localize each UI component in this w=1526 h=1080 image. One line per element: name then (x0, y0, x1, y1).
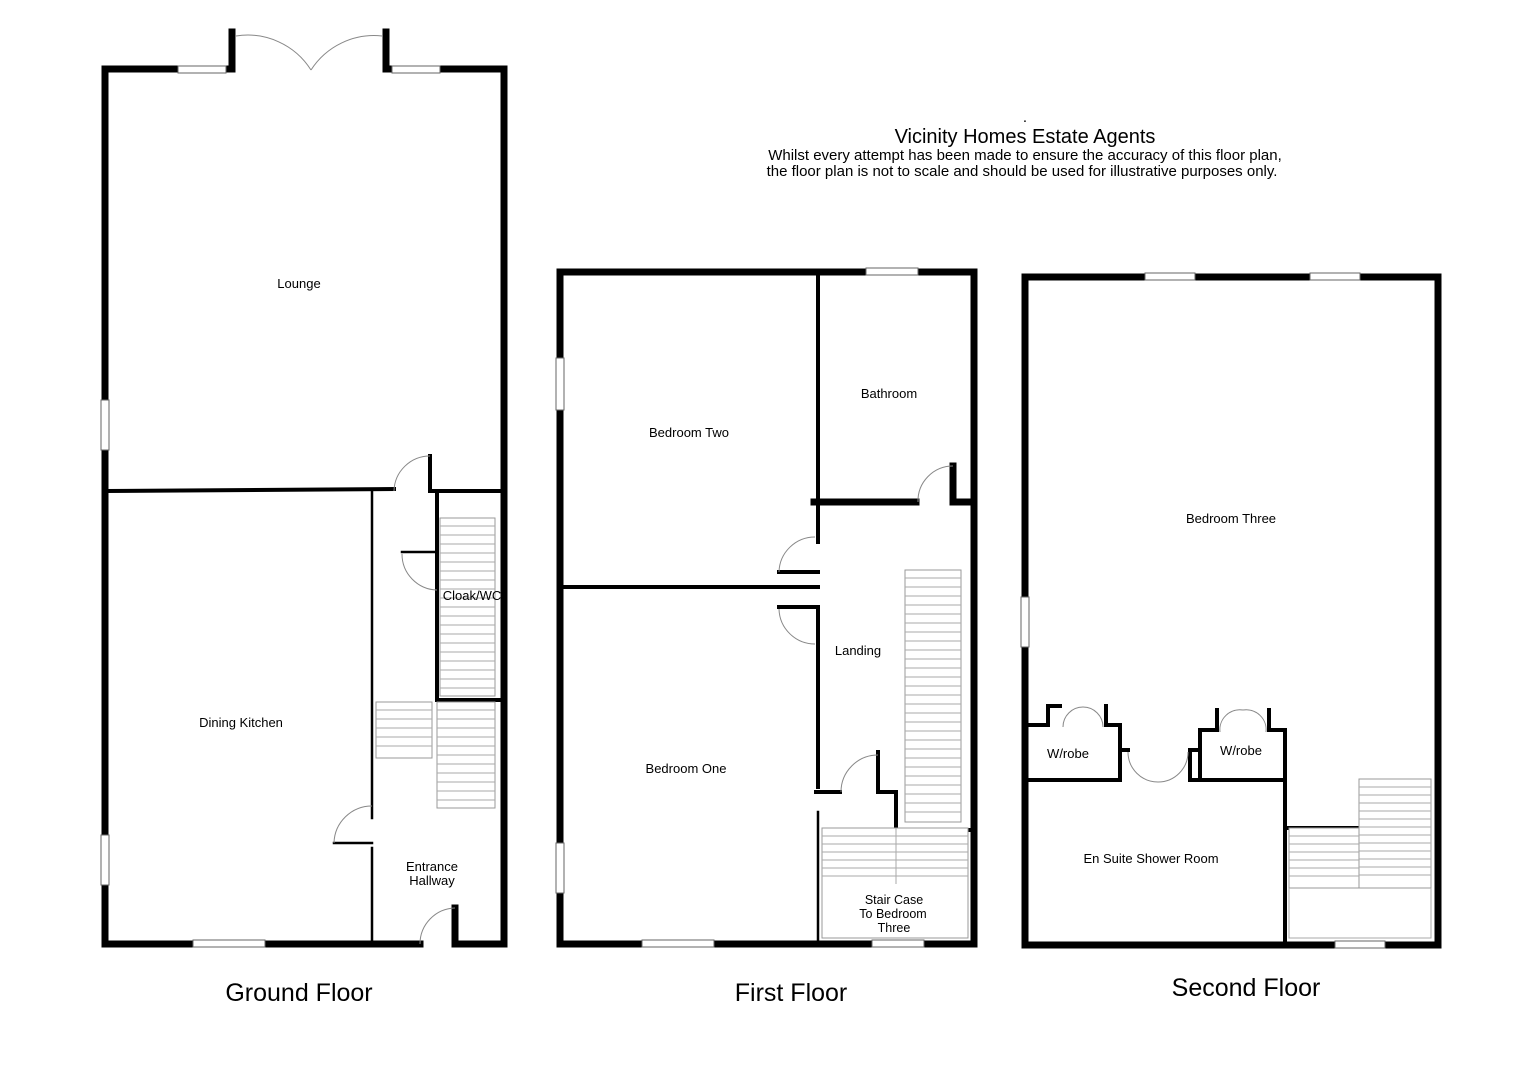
room-label-bathroom: Bathroom (861, 386, 917, 401)
window (865, 267, 919, 276)
window (641, 939, 715, 948)
floor-title-second: Second Floor (1172, 974, 1321, 1002)
window (391, 65, 441, 74)
wardrobe-right-walls (1188, 708, 1287, 782)
first-staircase (821, 569, 969, 939)
window (192, 939, 266, 948)
door-swing (840, 754, 879, 793)
room-label-landing: Landing (835, 643, 881, 658)
window (871, 939, 925, 948)
room-label-entrance: Entrance (406, 859, 458, 874)
disclaimer-line-1: Whilst every attempt has been made to en… (768, 147, 1282, 164)
floor-title-first: First Floor (735, 979, 848, 1007)
room-label-bedroom-three: Bedroom Three (1186, 511, 1276, 526)
window (555, 357, 565, 411)
ground-outer-wall-right (382, 28, 508, 948)
window (100, 834, 110, 886)
bathroom-wall-right (949, 462, 976, 506)
room-label-hallway: Hallway (409, 873, 455, 888)
lounge-wall-right (428, 454, 504, 493)
room-label-stair-case-2: To Bedroom (859, 907, 926, 921)
first-floor-plan: Bedroom Two Bathroom Landing Bedroom One… (555, 267, 978, 1007)
header-dot: . (1023, 109, 1027, 126)
room-label-dining-kitchen: Dining Kitchen (199, 715, 283, 730)
window (1020, 596, 1030, 648)
en-suite-doors (1127, 751, 1189, 783)
door-swing (917, 465, 954, 503)
window (1144, 272, 1196, 281)
second-staircase (1288, 778, 1432, 939)
wardrobe-doors (1219, 709, 1267, 733)
room-label-bedroom-two: Bedroom Two (649, 425, 729, 440)
room-label-wardrobe-left: W/robe (1047, 746, 1089, 761)
lounge-wall (104, 486, 397, 494)
agent-title: Vicinity Homes Estate Agents (895, 126, 1156, 148)
door-swing (778, 608, 816, 645)
window (100, 399, 110, 451)
floor-title-ground: Ground Floor (225, 979, 372, 1007)
room-label-en-suite: En Suite Shower Room (1083, 851, 1218, 866)
disclaimer-line-2: the floor plan is not to scale and shoul… (767, 163, 1278, 180)
first-outer-walls (556, 268, 978, 948)
french-doors (235, 34, 383, 71)
window (1309, 272, 1361, 281)
door-swing (333, 805, 373, 844)
window (1334, 940, 1386, 949)
window (555, 842, 565, 894)
landing-door-stubs (777, 570, 820, 609)
wardrobe-left-walls (1026, 704, 1122, 782)
door-swing (419, 907, 456, 945)
room-label-stair-case-1: Stair Case (865, 893, 923, 907)
ground-floor-plan: Lounge Dining Kitchen Cloak/WC Entrance … (100, 28, 508, 1007)
room-label-wardrobe-right: W/robe (1220, 743, 1262, 758)
wardrobe-doors (1062, 706, 1104, 728)
room-label-stair-case-3: Three (878, 921, 911, 935)
second-floor-plan: Bedroom Three W/robe W/robe En Suite Sho… (1020, 272, 1442, 1002)
door-swing (393, 455, 431, 492)
door-swing (401, 553, 438, 591)
room-label-cloak-wc: Cloak/WC (443, 588, 502, 603)
ground-staircase (375, 517, 496, 809)
wc-walls (435, 489, 504, 702)
window (177, 65, 227, 74)
room-label-bedroom-one: Bedroom One (646, 761, 727, 776)
door-swing (778, 536, 816, 573)
room-label-lounge: Lounge (277, 276, 320, 291)
